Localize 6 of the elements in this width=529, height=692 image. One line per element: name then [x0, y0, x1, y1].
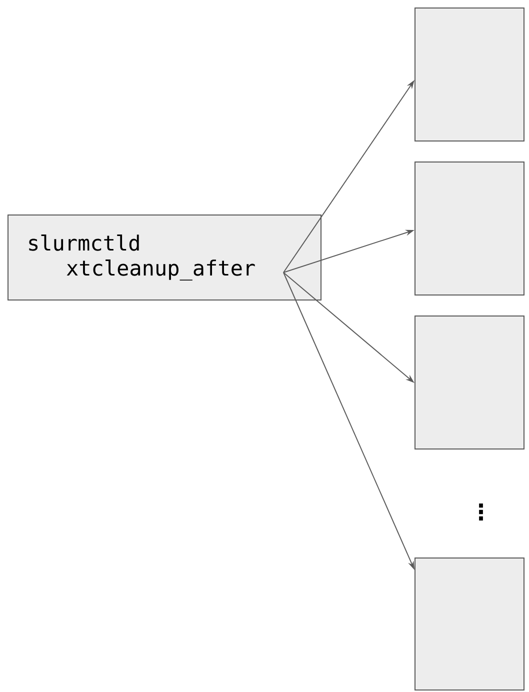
ellipsis: ⋮ — [479, 503, 483, 521]
empty-box — [414, 316, 524, 450]
process-box: slurmctld xtcleanup_after — [8, 214, 322, 300]
empty-box — [414, 162, 524, 296]
empty-box — [414, 558, 524, 690]
empty-box — [414, 8, 524, 142]
